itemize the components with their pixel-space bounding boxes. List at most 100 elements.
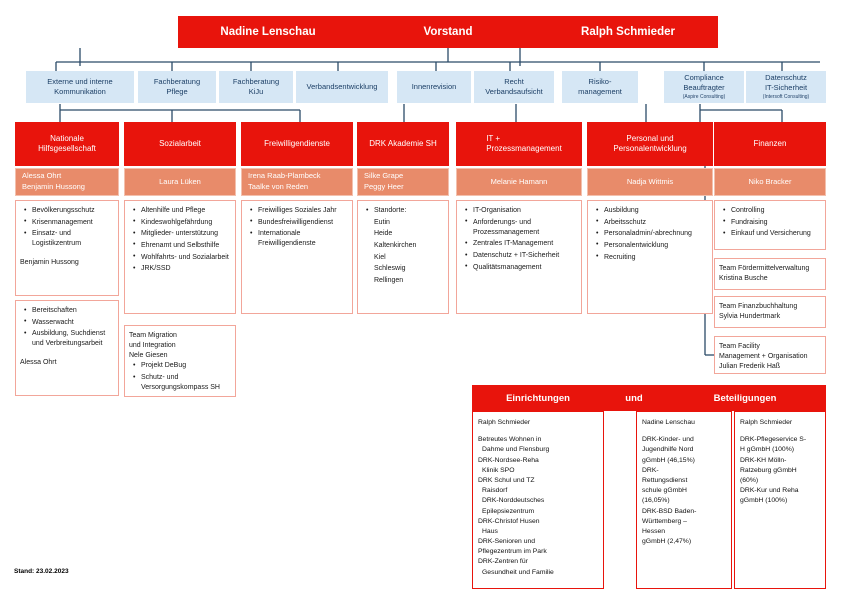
list-item: Eutin — [374, 218, 390, 226]
dept-names-it-prozessmanagement: Melanie Hamann — [456, 168, 582, 196]
bottom-title-beteiligungen: Beteiligungen — [713, 392, 777, 404]
dept-name: Benjamin Hussong — [22, 182, 85, 191]
entity-line: DRK-Kinder- und — [642, 436, 694, 444]
dept-name: Irena Raab-Plambeck — [248, 171, 321, 181]
dept-names-finanzen: Niko Bracker — [714, 168, 826, 196]
team-lead-name: Sylvia Hundertmark — [719, 313, 781, 321]
entity-line: gGmbH (2,47%) — [642, 538, 692, 546]
dept-name: Niko Bracker — [748, 176, 792, 186]
staff-unit-fachberatung-pflege[interactable]: Fachberatung Pflege — [138, 71, 216, 103]
entity-line: DRK-Norddeutsches — [482, 497, 545, 505]
entity-line: DRK-Christof Husen — [478, 517, 540, 525]
box-footer-name: Benjamin Hussong — [20, 259, 79, 267]
board-bar: Nadine Lenschau Vorstand Ralph Schmieder — [178, 16, 718, 48]
list-item: Zentrales IT-Management — [465, 239, 577, 249]
bullet-list: Bereitschaften Wasserwacht Ausbildung, S… — [20, 305, 114, 350]
bullet-list: Freiwilliges Soziales Jahr Bundesfreiwil… — [246, 205, 348, 250]
list-item: Kiel — [374, 253, 386, 261]
staff-unit-fachberatung-kiju[interactable]: Fachberatung KiJu — [219, 71, 293, 103]
content-box-team-foerdermittelverwaltung: Team Fördermittelverwaltung Kristina Bus… — [714, 258, 826, 290]
list-item: Fundraising — [723, 217, 821, 228]
list-item: Heide — [374, 230, 393, 238]
staff-unit-risikomanagement[interactable]: Risiko- management — [562, 71, 638, 103]
entity-line: Pflegezentrum im Park — [478, 548, 547, 556]
bullet-list: Ausbildung Arbeitsschutz Personaladmin/-… — [592, 205, 708, 263]
entity-line: Klinik SPO — [482, 466, 515, 474]
staff-unit-recht-verbandsaufsicht[interactable]: Recht Verbandsaufsicht — [474, 71, 554, 103]
content-box-it-prozessmanagement-1: IT-Organisation Anforderungs- und Prozes… — [456, 200, 582, 314]
list-item: Bundesfreiwilligendienst — [250, 217, 348, 228]
team-title-line1: Team Migration — [129, 332, 177, 339]
content-box-team-facility-management: Team Facility Management + Organisation … — [714, 336, 826, 374]
entity-line: Rettungsdienst — [642, 476, 688, 484]
dept-names-nationale-hilfsgesellschaft: Alessa Ohrt Benjamin Hussong — [15, 168, 119, 196]
staff-unit-innenrevision[interactable]: Innenrevision — [397, 71, 471, 103]
staff-unit-line1: Risiko- — [588, 76, 612, 86]
dept-head-finanzen[interactable]: Finanzen — [714, 122, 826, 166]
dept-names-personal-personalentwicklung: Nadja Wittmis — [587, 168, 713, 196]
staff-unit-line1: Recht — [504, 76, 524, 86]
entity-line: Haus — [482, 527, 498, 535]
list-item: Projekt DeBug — [133, 361, 231, 371]
entity-line: Ratzeburg gGmbH — [740, 466, 797, 474]
staff-unit-externe-interne-kommunikation[interactable]: Externe und interne Kommunikation — [26, 71, 134, 103]
list-item: Qualitätsmanagement — [465, 262, 577, 273]
box-footer-name: Alessa Ohrt — [20, 359, 57, 367]
entity-line: (60%) — [740, 476, 759, 484]
column-owner-name: Ralph Schmieder — [478, 419, 531, 426]
content-box-personal-1: Ausbildung Arbeitsschutz Personaladmin/-… — [587, 200, 713, 314]
entity-line: Betreutes Wohnen in — [478, 436, 542, 444]
content-box-nationale-hilfsgesellschaft-1: Bevölkerungsschutz Krisenmanagement Eins… — [15, 200, 119, 296]
team-title: Team Finanzbuchhaltung — [719, 303, 798, 310]
list-item: Bevölkerungsschutz — [24, 205, 114, 216]
list-item: Kaltenkirchen — [374, 241, 417, 249]
bullet-list: Bevölkerungsschutz Krisenmanagement Eins… — [20, 205, 114, 250]
entity-line: DRK-Senioren und — [478, 538, 536, 546]
staff-unit-sub: (Aspire Consulting) — [682, 94, 726, 101]
content-box-nationale-hilfsgesellschaft-2: Bereitschaften Wasserwacht Ausbildung, S… — [15, 300, 119, 396]
entity-line: Hessen — [642, 527, 666, 535]
bottom-section-header: Einrichtungen und Beteiligungen — [472, 385, 826, 411]
entity-line: DRK-Pflegeservice S- — [740, 436, 807, 444]
dept-head-drk-akademie-sh[interactable]: DRK Akademie SH — [357, 122, 449, 166]
dept-title-line1: Finanzen — [753, 138, 787, 148]
staff-unit-line1: Fachberatung — [232, 76, 280, 86]
staff-unit-line1: Fachberatung — [153, 76, 201, 86]
list-item: Datenschutz + IT-Sicherheit — [465, 251, 577, 261]
dept-head-sozialarbeit[interactable]: Sozialarbeit — [124, 122, 236, 166]
entity-line: DRK-BSD Baden- — [642, 507, 697, 515]
list-item: Einsatz- und Logistikzentrum — [24, 229, 114, 249]
list-item: Freiwilliges Soziales Jahr — [250, 205, 348, 216]
dept-head-freiwilligendienste[interactable]: Freiwilligendienste — [241, 122, 353, 166]
list-item: Personaladmin/-abrechnung — [596, 229, 708, 239]
staff-unit-datenschutz-it-sicherheit[interactable]: Datenschutz IT-Sicherheit (Intersoft Con… — [746, 71, 826, 103]
staff-unit-compliance-beauftragter[interactable]: Compliance Beauftragter (Aspire Consulti… — [664, 71, 744, 103]
dept-head-personal-personalentwicklung[interactable]: Personal und Personalentwicklung — [587, 122, 713, 166]
team-lead-name: Kristina Busche — [719, 275, 768, 283]
staff-unit-line2: management — [578, 87, 622, 96]
dept-head-it-prozessmanagement[interactable]: IT + Prozessmanagement — [456, 122, 582, 166]
staff-unit-verbandsentwicklung[interactable]: Verbandsentwicklung — [296, 71, 388, 103]
dept-name: Silke Grape — [364, 171, 404, 181]
entity-line: H gGmbH (100%) — [740, 446, 795, 454]
list-item: Schutz- und Versorgungskompass SH — [133, 373, 231, 393]
list-item: Internationale Freiwilligendienste — [250, 229, 348, 249]
entity-line: DRK- — [642, 466, 659, 474]
entity-line: Gesundheit und Familie — [482, 568, 554, 576]
board-title: Vorstand — [423, 26, 473, 38]
team-title-line2: Management + Organisation — [719, 353, 808, 361]
entity-line: DRK-Zentren für — [478, 558, 528, 566]
entity-line: Württemberg – — [642, 517, 687, 525]
list-item: Recruiting — [596, 252, 708, 263]
staff-unit-line2: Pflege — [166, 87, 188, 96]
dept-name: Peggy Heer — [364, 182, 404, 191]
content-box-team-migration-integration: Team Migration und Integration Nele Gies… — [124, 325, 236, 397]
dept-title-line1: IT + — [486, 133, 501, 143]
dept-title-line1: DRK Akademie SH — [369, 138, 437, 148]
content-box-sozialarbeit-1: Altenhilfe und Pflege Kindeswohlgefährdu… — [124, 200, 236, 314]
team-title-line2: und Integration — [129, 342, 176, 350]
column-owner-name: Ralph Schmieder — [740, 419, 793, 426]
dept-head-nationale-hilfsgesellschaft[interactable]: Nationale Hilfsgesellschaft — [15, 122, 119, 166]
bottom-title-einrichtungen: Einrichtungen — [506, 392, 570, 404]
